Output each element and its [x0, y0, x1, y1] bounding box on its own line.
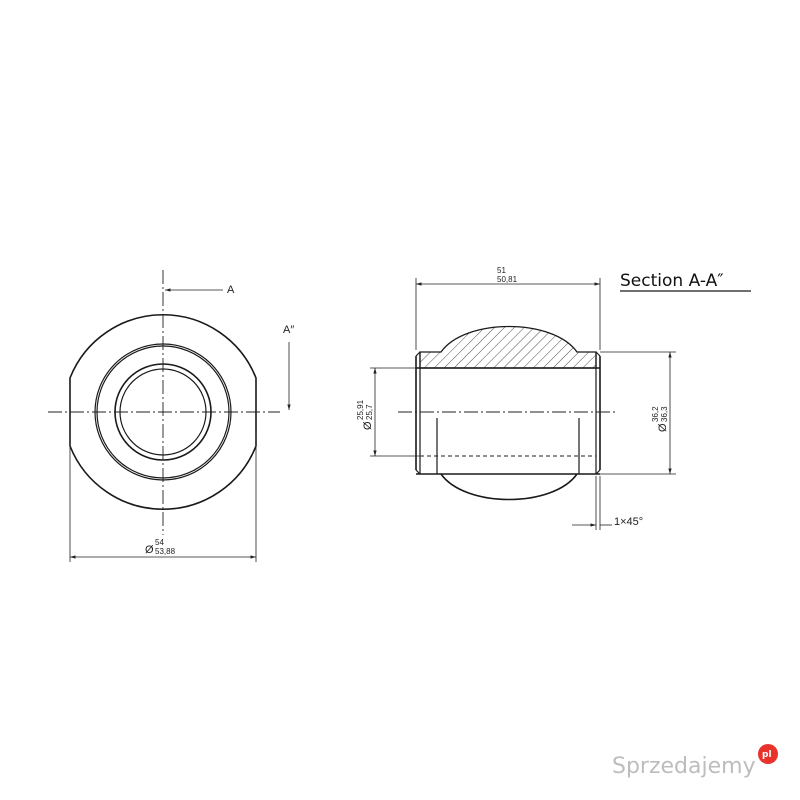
bore-diameter-lower: 25,7: [365, 404, 374, 420]
outer-diameter-lower: 53,88: [155, 547, 176, 556]
end-diameter-prefix: Ø: [657, 423, 669, 432]
watermark-badge-text: pl: [762, 750, 772, 760]
cut-marker-a-double-prime: A″: [283, 324, 294, 410]
end-diameter-dimension: Ø 36,2 36,3: [600, 351, 676, 475]
watermark: Sprzedajemy pl: [612, 744, 778, 779]
width-upper: 51: [497, 266, 506, 275]
watermark-badge: [758, 744, 778, 764]
cut-label-a: A: [227, 284, 235, 296]
outer-diameter-upper: 54: [155, 538, 164, 547]
front-chamfer-circle: [96, 345, 230, 479]
front-view: A A″ Ø 54 53,88: [48, 270, 294, 562]
bore-diameter-upper: 25,91: [356, 399, 365, 420]
cut-label-a-double-prime: A″: [283, 324, 294, 336]
chamfer-callout: 1×45°: [572, 476, 643, 530]
section-top-chamfer-right: [595, 351, 601, 357]
outer-diameter-dimension: Ø 54 53,88: [69, 430, 257, 562]
section-view: Section A-A″ 51 50,81: [356, 266, 751, 530]
front-end-face-circle: [94, 343, 232, 481]
section-top-chamfer-left: [415, 351, 421, 357]
section-lower-sphere: [440, 473, 578, 501]
watermark-text: Sprzedajemy: [612, 754, 756, 779]
front-bore-outer-circle: [114, 363, 212, 461]
width-dimension: 51 50,81: [415, 266, 601, 350]
width-lower: 50,81: [497, 275, 518, 284]
front-bore-inner-circle: [119, 368, 207, 456]
bore-diameter-dimension: Ø 25,91 25,7: [356, 367, 420, 457]
chamfer-label: 1×45°: [614, 516, 643, 528]
section-title: Section A-A″: [620, 271, 724, 291]
outer-diameter-prefix: Ø: [145, 544, 154, 556]
bore-diameter-prefix: Ø: [362, 421, 374, 430]
section-bottom-chamfer-right: [595, 469, 601, 475]
end-diameter-upper: 36,2: [651, 406, 660, 422]
cut-marker-a: A: [165, 284, 235, 296]
section-hatched-area: [419, 325, 597, 369]
section-bottom-chamfer-left: [415, 469, 421, 475]
end-diameter-lower: 36,3: [660, 406, 669, 422]
